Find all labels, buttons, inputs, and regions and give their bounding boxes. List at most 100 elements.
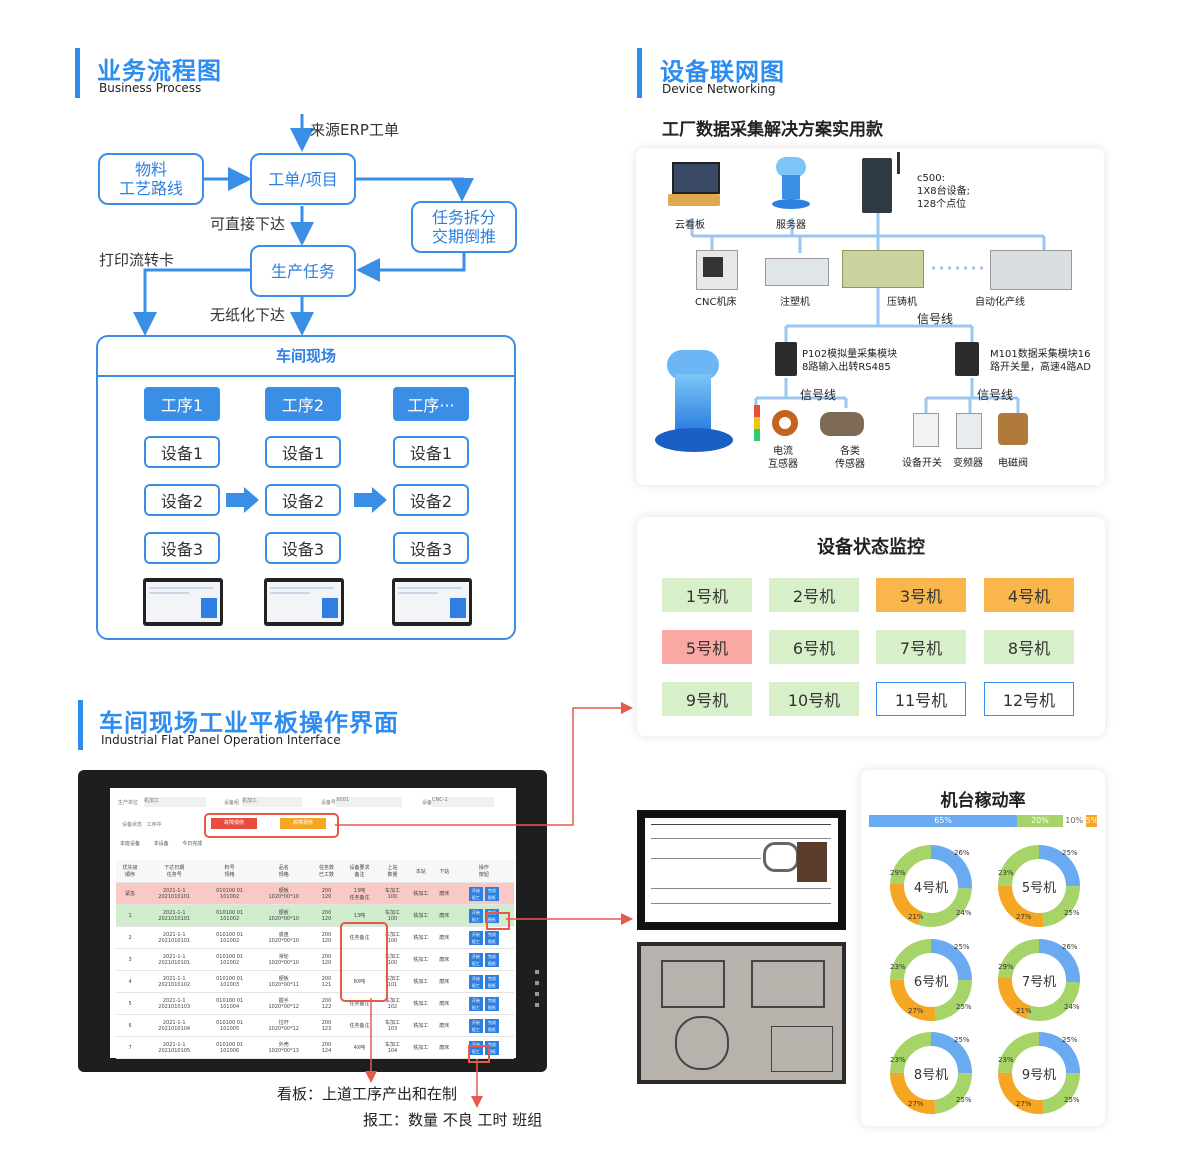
material-route-text: 物料 工艺路线 — [118, 160, 183, 198]
op-button-0[interactable]: 开始 — [468, 886, 483, 894]
task-table-header: 优先级 顺序下达日期 任务号料号 规格品名 规格任务数 已工数设备要求 备注上站… — [116, 860, 514, 883]
op-button-2[interactable]: 报工 — [468, 1003, 483, 1011]
op-button-0[interactable]: 开始 — [468, 930, 483, 938]
filter-group-field[interactable]: 机加工 — [242, 797, 302, 807]
table-cell: 200 122 — [312, 992, 341, 1015]
op-button-3[interactable]: 图纸 — [484, 959, 499, 967]
fault-report-button-red[interactable]: 故障报修 — [211, 818, 257, 829]
op-button-2[interactable]: 报工 — [468, 915, 483, 923]
m101-label: M101数据采集模块16 路开关量，高速4路AD — [990, 349, 1091, 373]
table-cell: 010100 01 101005 — [204, 1014, 256, 1037]
oee-ring-segment — [998, 939, 1080, 1021]
op-button-3[interactable]: 图纸 — [484, 893, 499, 901]
machine-tile-8[interactable]: 8号机 — [984, 630, 1074, 664]
op-button-0[interactable]: 开始 — [468, 1040, 483, 1048]
machine-tile-12[interactable]: 12号机 — [984, 682, 1074, 716]
op-button-2[interactable]: 报工 — [468, 981, 483, 989]
machine-tile-7[interactable]: 7号机 — [876, 630, 966, 664]
filter-code-field[interactable]: X001 — [336, 797, 402, 807]
op-button-3[interactable]: 图纸 — [484, 1047, 499, 1055]
tablet-thumb-1 — [143, 578, 223, 626]
tab-today-done[interactable]: 今日完成 — [182, 841, 203, 847]
business-title-bar — [75, 48, 80, 98]
machine-tile-9[interactable]: 9号机 — [662, 682, 752, 716]
tablet-thumb-2 — [264, 578, 344, 626]
tablet-filter-row-2: 设备状态 工序中 — [122, 821, 162, 828]
op-button-3[interactable]: 图纸 — [484, 1003, 499, 1011]
op-button-0[interactable]: 开始 — [468, 974, 483, 982]
table-cell: 200 124 — [312, 1036, 341, 1059]
table-cell: 5 — [116, 992, 145, 1015]
tab-shift-devices[interactable]: 本班设备 — [120, 841, 141, 847]
filter-label-group: 设备组 — [224, 800, 240, 806]
oee-ring-pct: 23% — [890, 1056, 906, 1064]
op-button-0[interactable]: 开始 — [468, 952, 483, 960]
oee-ring-pct: 27% — [1016, 913, 1032, 921]
oee-ring-chart — [890, 845, 972, 927]
table-cell: 010100 01 101002 — [204, 882, 256, 905]
oee-ring-segment — [998, 939, 1080, 1021]
op-button-1[interactable]: 完成 — [484, 930, 499, 938]
table-cell: 1 — [116, 904, 145, 927]
op-buttons-cell: 开始完成报工图纸 — [453, 948, 514, 971]
signal-light-icon — [754, 405, 760, 441]
machine-tile-5[interactable]: 5号机 — [662, 630, 752, 664]
op-button-1[interactable]: 完成 — [484, 1040, 499, 1048]
op-button-2[interactable]: 报工 — [468, 1047, 483, 1055]
work-order-text: 工单/项目 — [268, 169, 338, 189]
table-cell: 车加工 100 — [378, 926, 407, 949]
step-more: 工序··· — [393, 387, 469, 421]
machine-tile-11[interactable]: 11号机 — [876, 682, 966, 716]
fault-report-button-orange[interactable]: 故障报修 — [280, 818, 326, 829]
header-cell: 本站 — [406, 860, 435, 883]
op-button-2[interactable]: 报工 — [468, 959, 483, 967]
op-button-3[interactable]: 图纸 — [484, 937, 499, 945]
table-cell: 010100 01 101006 — [204, 1036, 256, 1059]
oee-ring-label: 7号机 — [1021, 975, 1057, 990]
machine-tile-3[interactable]: 3号机 — [876, 578, 966, 612]
paperless-label: 无纸化下达 — [210, 306, 286, 324]
workshop-divider — [98, 375, 514, 377]
op-button-0[interactable]: 开始 — [468, 996, 483, 1004]
table-cell: 2021-1-1 2021010101 — [144, 904, 205, 927]
op-button-1[interactable]: 完成 — [484, 996, 499, 1004]
table-cell: 200 120 — [312, 948, 341, 971]
table-cell: 4 — [116, 970, 145, 993]
tab-this-device[interactable]: 本设备 — [153, 841, 169, 847]
op-button-2[interactable]: 报工 — [468, 937, 483, 945]
op-button-3[interactable]: 图纸 — [484, 981, 499, 989]
diecast-label: 压铸机 — [887, 297, 917, 308]
machine-tile-2[interactable]: 2号机 — [769, 578, 859, 612]
filter-unit-field[interactable]: 机加工 — [144, 797, 206, 807]
op-button-2[interactable]: 报工 — [468, 1025, 483, 1033]
machine-tile-10[interactable]: 10号机 — [769, 682, 859, 716]
op-button-3[interactable]: 图纸 — [484, 915, 499, 923]
signal-right-label: 信号线 — [977, 388, 1014, 402]
op-button-0[interactable]: 开始 — [468, 908, 483, 916]
table-cell: 磨床 — [434, 992, 454, 1015]
op-button-1[interactable]: 完成 — [484, 952, 499, 960]
machine-tile-1[interactable]: 1号机 — [662, 578, 752, 612]
machine-tile-4[interactable]: 4号机 — [984, 578, 1074, 612]
op-button-3[interactable]: 图纸 — [484, 1025, 499, 1033]
op-button-1[interactable]: 完成 — [484, 1018, 499, 1026]
oee-ring-segment — [998, 845, 1080, 927]
op-button-0[interactable]: 开始 — [468, 1018, 483, 1026]
op-button-1[interactable]: 完成 — [484, 886, 499, 894]
oee-legend-segment: 5% — [1085, 815, 1099, 827]
op-button-2[interactable]: 报工 — [468, 893, 483, 901]
op-button-1[interactable]: 完成 — [484, 974, 499, 982]
machine-tile-6[interactable]: 6号机 — [769, 630, 859, 664]
filter-device-field[interactable]: CNC-1 — [432, 797, 494, 807]
engineering-drawing-image — [637, 942, 846, 1084]
